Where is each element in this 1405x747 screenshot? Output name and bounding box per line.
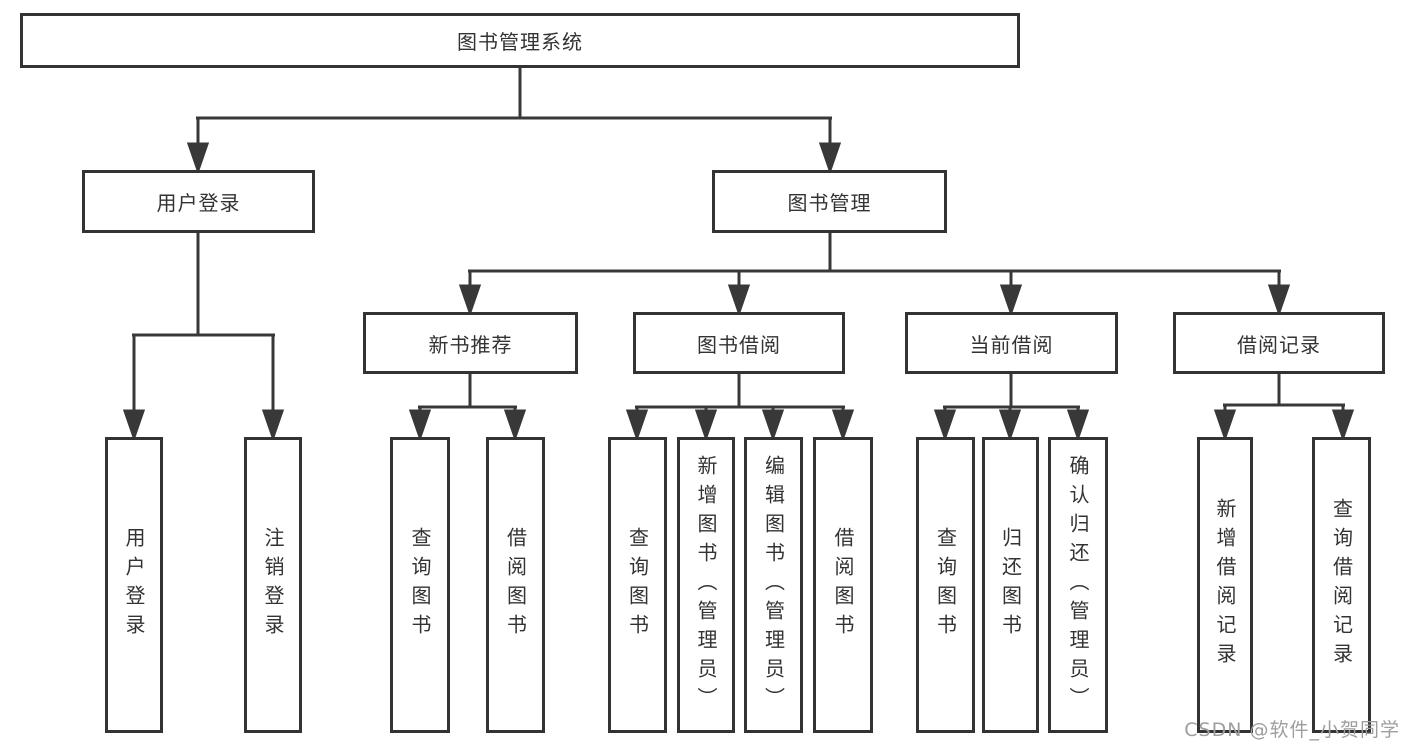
leaf-label: 查询图书 <box>408 527 432 643</box>
node-label: 用户登录 <box>156 191 241 215</box>
node-label: 新书推荐 <box>428 332 513 357</box>
leaf-confirm-return-admin: 确认归还（管理员） <box>1048 437 1108 733</box>
node-current-borrowing: 当前借阅 <box>905 312 1118 374</box>
leaf-label: 归还图书 <box>998 527 1023 643</box>
leaf-label: 注销登录 <box>261 527 285 643</box>
leaf-label: 查询借阅记录 <box>1329 498 1354 672</box>
node-borrowing-records: 借阅记录 <box>1173 312 1385 374</box>
leaf-label: 借阅图书 <box>831 527 855 643</box>
leaf-return-books: 归还图书 <box>982 437 1039 733</box>
leaf-borrow-books: 借阅图书 <box>486 437 545 733</box>
leaf-query-borrowing-record: 查询借阅记录 <box>1312 437 1371 733</box>
csdn-watermark: CSDN @软件_小贺同学 <box>1184 719 1400 741</box>
node-label: 图书管理系统 <box>457 30 583 54</box>
leaf-label: 借阅图书 <box>503 527 528 643</box>
leaf-label: 用户登录 <box>122 527 146 643</box>
leaf-query-books: 查询图书 <box>916 437 975 733</box>
leaf-label: 编辑图书（管理员） <box>761 454 786 716</box>
node-library-management-system: 图书管理系统 <box>20 13 1020 68</box>
node-label: 借阅记录 <box>1237 332 1321 357</box>
leaf-user-login: 用户登录 <box>105 437 163 733</box>
node-book-management: 图书管理 <box>712 170 947 233</box>
leaf-borrow-books: 借阅图书 <box>813 437 873 733</box>
leaf-label: 确认归还（管理员） <box>1066 454 1090 716</box>
leaf-logout: 注销登录 <box>244 437 302 733</box>
leaf-label: 新增借阅记录 <box>1213 498 1237 672</box>
leaf-add-books-admin: 新增图书（管理员） <box>677 437 735 733</box>
leaf-query-books: 查询图书 <box>608 437 667 733</box>
node-label: 图书借阅 <box>697 332 781 357</box>
leaf-add-borrowing-record: 新增借阅记录 <box>1197 437 1253 733</box>
leaf-edit-books-admin: 编辑图书（管理员） <box>744 437 803 733</box>
node-label: 图书管理 <box>787 191 872 215</box>
node-user-login: 用户登录 <box>82 170 315 233</box>
leaf-query-books: 查询图书 <box>390 437 450 733</box>
leaf-label: 查询图书 <box>625 527 650 643</box>
node-new-book-recommendation: 新书推荐 <box>363 312 578 374</box>
leaf-label: 查询图书 <box>933 527 958 643</box>
leaf-label: 新增图书（管理员） <box>694 454 718 716</box>
node-label: 当前借阅 <box>969 332 1054 357</box>
node-book-borrowing: 图书借阅 <box>633 312 845 374</box>
